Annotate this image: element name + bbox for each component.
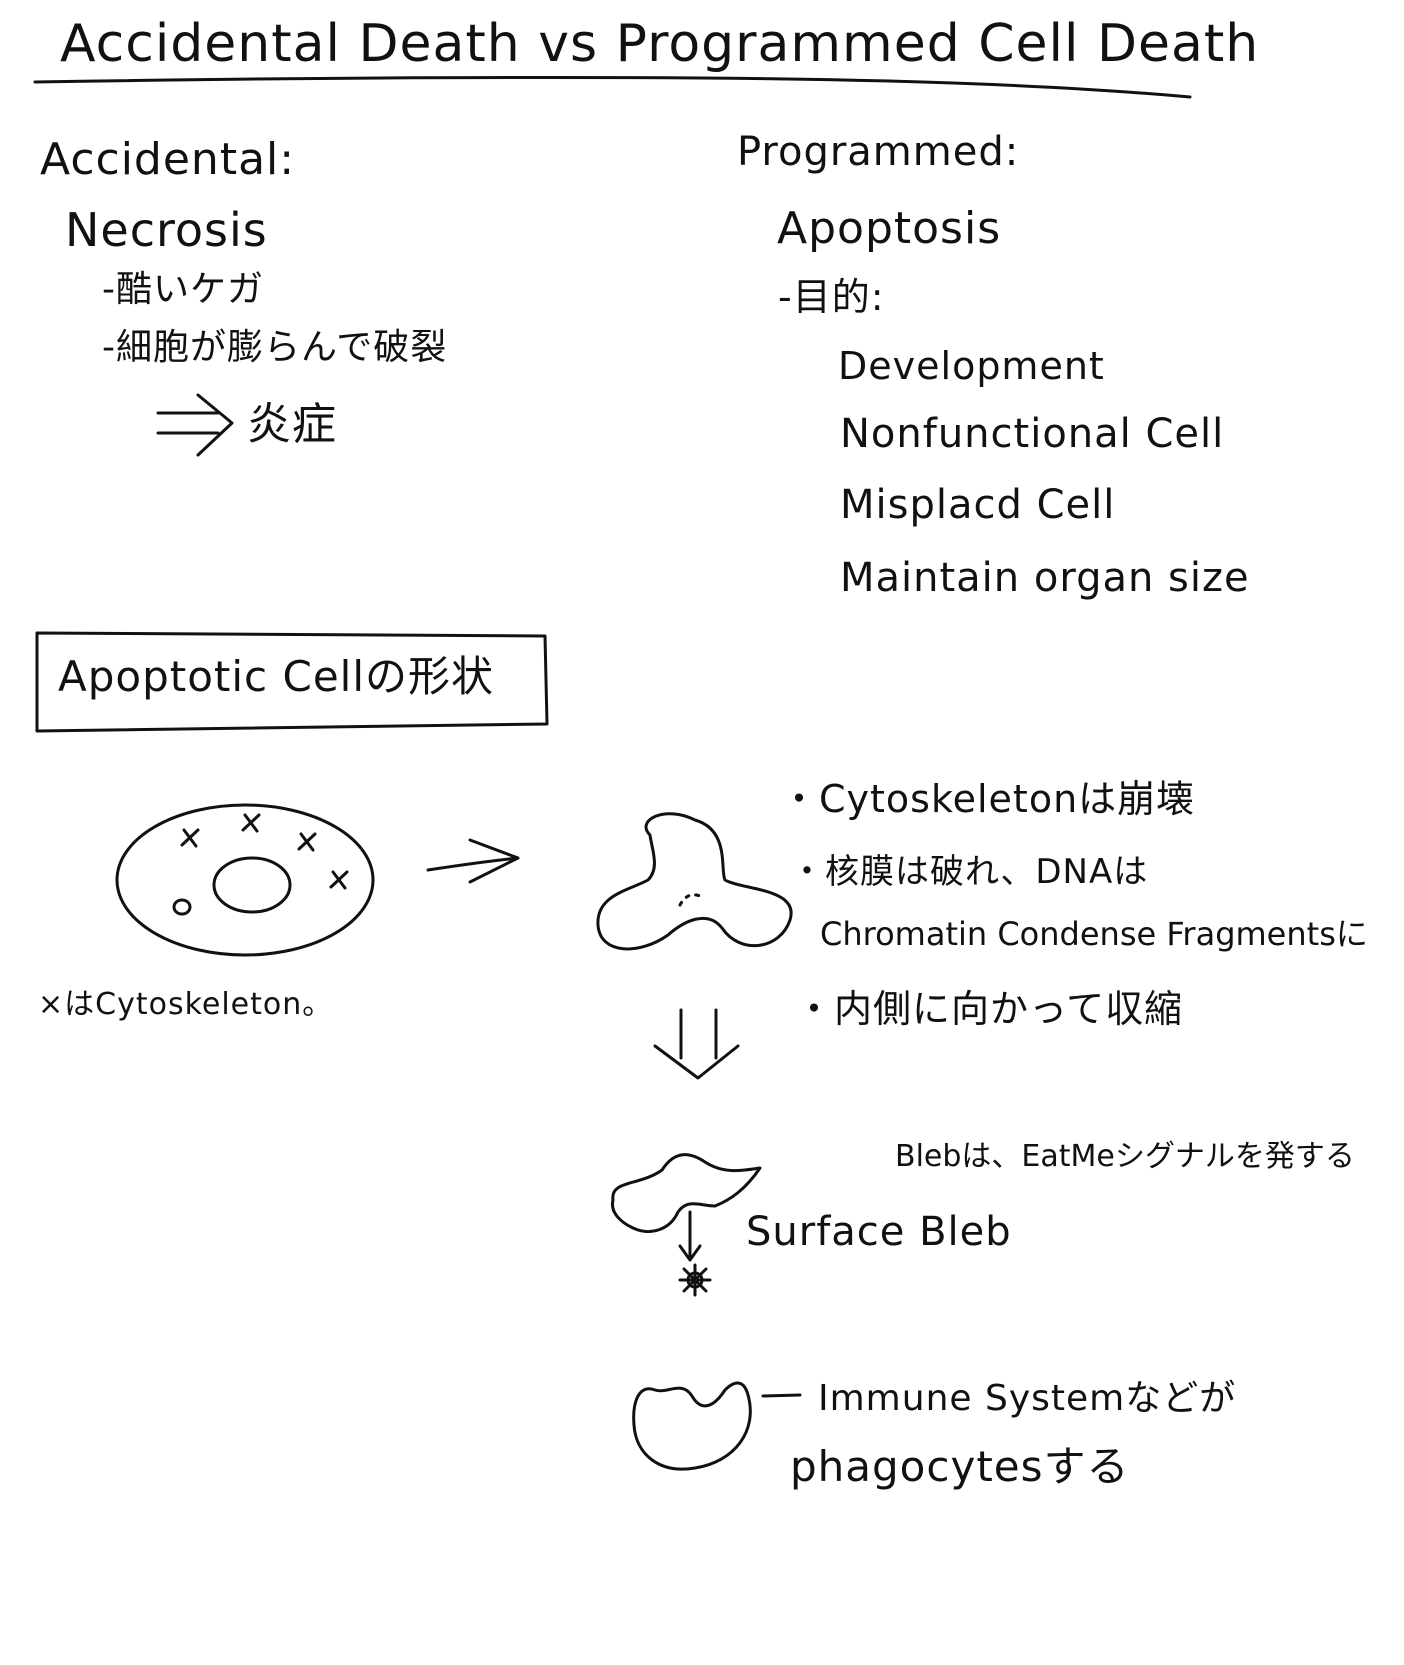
section-title: Apoptotic Cellの形状 [58,652,494,701]
bleb-note: Blebは、EatMeシグナルを発する [895,1139,1355,1174]
apoptosis-term: Apoptosis [777,203,1002,254]
surface-bleb-label: Surface Bleb [746,1209,1012,1255]
normal-cell-drawing [115,803,375,957]
necrosis-term: Necrosis [65,203,268,257]
necrosis-point: -酷いケガ [102,269,264,310]
phagocyte-drawing [632,1381,752,1471]
normal-cell-caption: ×はCytoskeleton。 [38,987,334,1022]
necrosis-point: -細胞が膨らんで破裂 [102,327,448,368]
purpose-item: Misplacd Cell [840,482,1116,528]
observation-note: ・Cytoskeletonは崩壊 [780,777,1196,821]
blebbing-cell-drawing [610,1153,762,1233]
phagocytosis-note: Immune Systemなどが [818,1378,1237,1419]
purpose-item: Development [838,344,1105,388]
purpose-label: -目的: [778,275,885,319]
apoptotic-cell-drawing [596,812,793,951]
bleb-signal-icon [678,1263,712,1297]
transform-arrow-icon [426,838,520,884]
page-title: Accidental Death vs Programmed Cell Deat… [60,14,1260,74]
bleb-arrow-icon [678,1210,702,1262]
observation-note: Chromatin Condense Fragmentsに [820,915,1368,953]
chromatin-dots-icon [678,893,704,907]
observation-note: ・内側に向かって収縮 [795,987,1184,1031]
accidental-heading: Accidental: [40,134,296,185]
purpose-item: Maintain organ size [840,555,1250,601]
phagocyte-pointer-line [761,1393,802,1398]
down-arrow-icon [653,1008,740,1080]
inflammation-result: 炎症 [247,399,337,450]
phagocytosis-note: phagocytesする [790,1442,1130,1491]
title-underline [33,76,1192,99]
purpose-item: Nonfunctional Cell [840,411,1225,457]
programmed-heading: Programmed: [737,129,1020,175]
observation-note: ・核膜は破れ、DNAは [790,852,1149,892]
necrosis-arrow-icon [156,393,234,457]
section-box-frame [35,631,549,733]
